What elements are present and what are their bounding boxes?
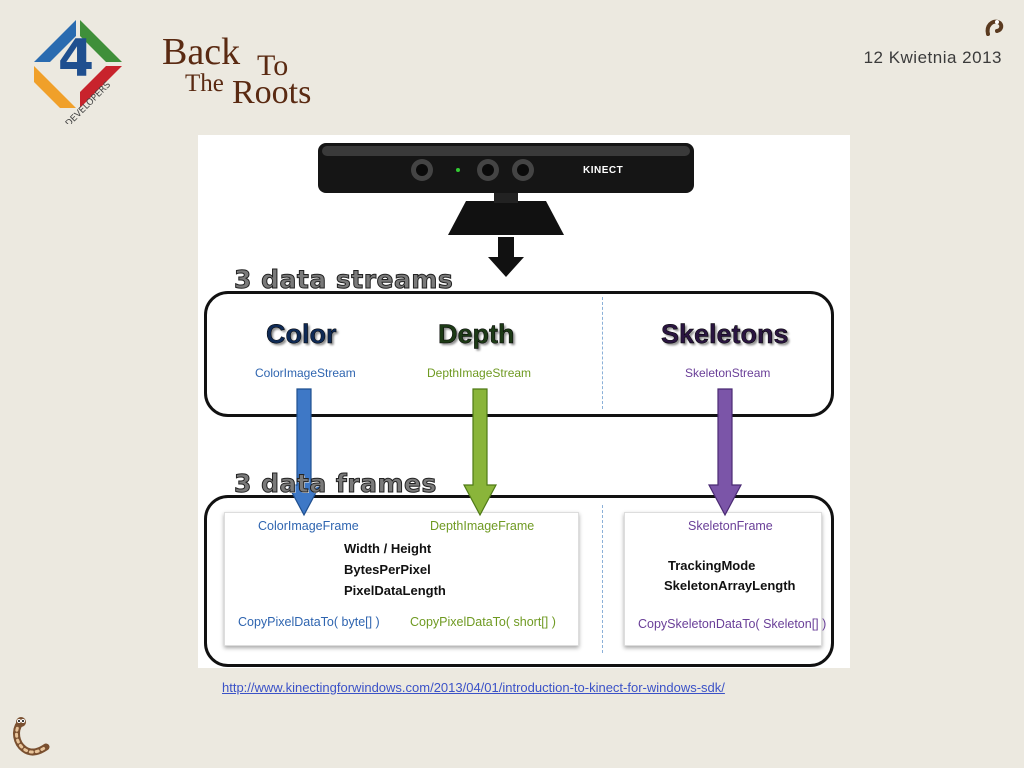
- image-prop-2: BytesPerPixel: [344, 562, 431, 577]
- kinect-diagram: KINECT 3 data streams Color Depth Skelet…: [198, 135, 850, 668]
- brand-line-4: Roots: [232, 74, 312, 111]
- data-streams-box: [204, 291, 834, 417]
- skeleton-frame-panel: [624, 512, 822, 646]
- depth-heading: Depth: [438, 319, 515, 350]
- skeleton-stream-label: SkeletonStream: [685, 366, 771, 380]
- color-frame-label: ColorImageFrame: [258, 519, 359, 533]
- kinect-sensor-image: [318, 143, 694, 235]
- skeleton-prop-1: TrackingMode: [668, 558, 756, 573]
- image-prop-1: Width / Height: [344, 541, 432, 556]
- 4developers-logo: 4 DEVELOPERS: [31, 17, 125, 124]
- skeletons-heading: Skeletons: [661, 319, 789, 350]
- streams-divider: [602, 297, 603, 409]
- svg-text:4: 4: [58, 29, 94, 89]
- depth-copy-method: CopyPixelDataTo( short[] ): [410, 615, 556, 629]
- skeleton-prop-2: SkeletonArrayLength: [664, 578, 796, 593]
- presentation-date: 12 Kwietnia 2013: [863, 48, 1002, 67]
- source-link[interactable]: http://www.kinectingforwindows.com/2013/…: [222, 680, 725, 695]
- kinect-label: KINECT: [583, 165, 624, 176]
- frames-divider: [602, 505, 603, 653]
- image-prop-3: PixelDataLength: [344, 583, 446, 598]
- down-arrow-icon: [488, 237, 524, 277]
- brand-line-3: The: [185, 70, 224, 97]
- frames-title: 3 data frames: [234, 469, 437, 499]
- brand-line-1: Back: [162, 31, 241, 73]
- worm-icon: [13, 717, 50, 756]
- skeleton-frame-label: SkeletonFrame: [688, 519, 773, 533]
- color-heading: Color: [266, 319, 337, 350]
- depth-frame-label: DepthImageFrame: [430, 519, 535, 533]
- skeleton-copy-method: CopySkeletonDataTo( Skeleton[] ): [638, 617, 827, 631]
- color-stream-label: ColorImageStream: [255, 366, 356, 380]
- brand-line-2: To: [257, 49, 289, 82]
- image-frames-panel: [224, 512, 579, 646]
- streams-title: 3 data streams: [233, 265, 454, 295]
- worm-icon: [985, 19, 1004, 36]
- depth-stream-label: DepthImageStream: [427, 366, 532, 380]
- color-copy-method: CopyPixelDataTo( byte[] ): [238, 615, 380, 629]
